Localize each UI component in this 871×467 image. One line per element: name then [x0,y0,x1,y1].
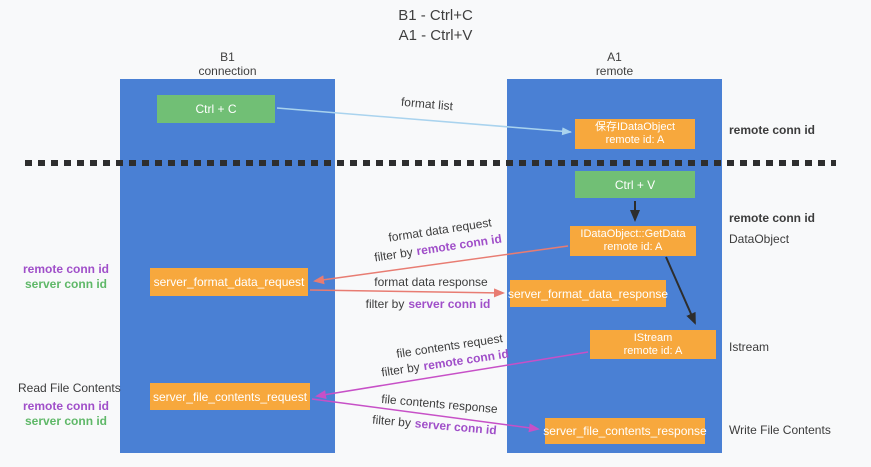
left-read-file-contents-label: Read File Contents [18,381,121,395]
save-idataobject-line1: 保存IDataObject [594,121,676,133]
right-dataobject-label: DataObject [729,232,790,246]
right-istream-label: Istream [729,340,770,354]
filter-by-text: filter by [380,359,421,380]
ctrl-c-label: Ctrl + C [195,102,237,116]
right-write-file-contents-label: Write File Contents [729,423,831,437]
server-file-contents-response-label: server_file_contents_response [543,424,707,438]
lane-header-b1: B1 connection [120,50,335,78]
node-server-format-data-request: server_format_data_request [150,268,308,296]
diagram-title: B1 - Ctrl+C A1 - Ctrl+V [0,6,871,46]
lane-b1-name: B1 [220,50,235,64]
server-format-data-request-label: server_format_data_request [153,275,305,289]
node-idataobject-getdata: IDataObject::GetData remote id: A [570,226,696,256]
left-server-conn-id-2: server conn id [24,414,108,428]
server-conn-id-text: server conn id [414,416,498,438]
filter-by-text: filter by [373,244,414,265]
lane-header-a1: A1 remote [507,50,722,78]
arrow-format-data-response [309,288,505,298]
title-line-1: B1 - Ctrl+C [398,7,473,24]
save-idataobject-line2: remote id: A [605,134,665,146]
right-remote-conn-id-2: remote conn id [729,211,816,225]
node-save-idataobject: 保存IDataObject remote id: A [575,119,695,149]
server-file-contents-request-label: server_file_contents_request [152,389,308,404]
node-ctrl-c: Ctrl + C [157,95,275,123]
getdata-line2: remote id: A [603,241,663,253]
node-server-file-contents-response: server_file_contents_response [543,418,707,444]
getdata-line1: IDataObject::GetData [580,228,686,240]
label-format-list: format list [400,94,454,114]
node-server-file-contents-request: server_file_contents_request [150,383,310,410]
filter-by-text: filter by [371,412,412,430]
ctrl-v-label: Ctrl + V [614,177,656,192]
left-remote-conn-id-2: remote conn id [22,399,109,413]
server-format-data-response-label: server_format_data_response [507,286,669,301]
title-line-2: A1 - Ctrl+V [398,27,473,44]
lane-a1-name: A1 [607,50,622,64]
lane-a1-subtitle: remote [595,64,634,78]
right-remote-conn-id-1: remote conn id [729,123,816,137]
istream-line1: IStream [633,331,673,344]
node-ctrl-v: Ctrl + V [575,171,695,198]
filter-by-text: filter by [365,297,405,311]
left-remote-conn-id-1: remote conn id [22,262,109,276]
left-file-contents-labels: Read File Contents remote conn id server… [18,381,121,429]
istream-line2: remote id: A [623,344,683,357]
server-conn-id-text: server conn id [408,297,491,311]
lane-b1-subtitle: connection [198,64,257,78]
label-format-data-response: format data response [374,275,488,289]
node-istream: IStream remote id: A [590,330,716,359]
node-server-format-data-response: server_format_data_response [507,280,669,307]
left-conn-id-labels: remote conn id server conn id [18,262,114,292]
left-server-conn-id-1: server conn id [24,277,108,291]
